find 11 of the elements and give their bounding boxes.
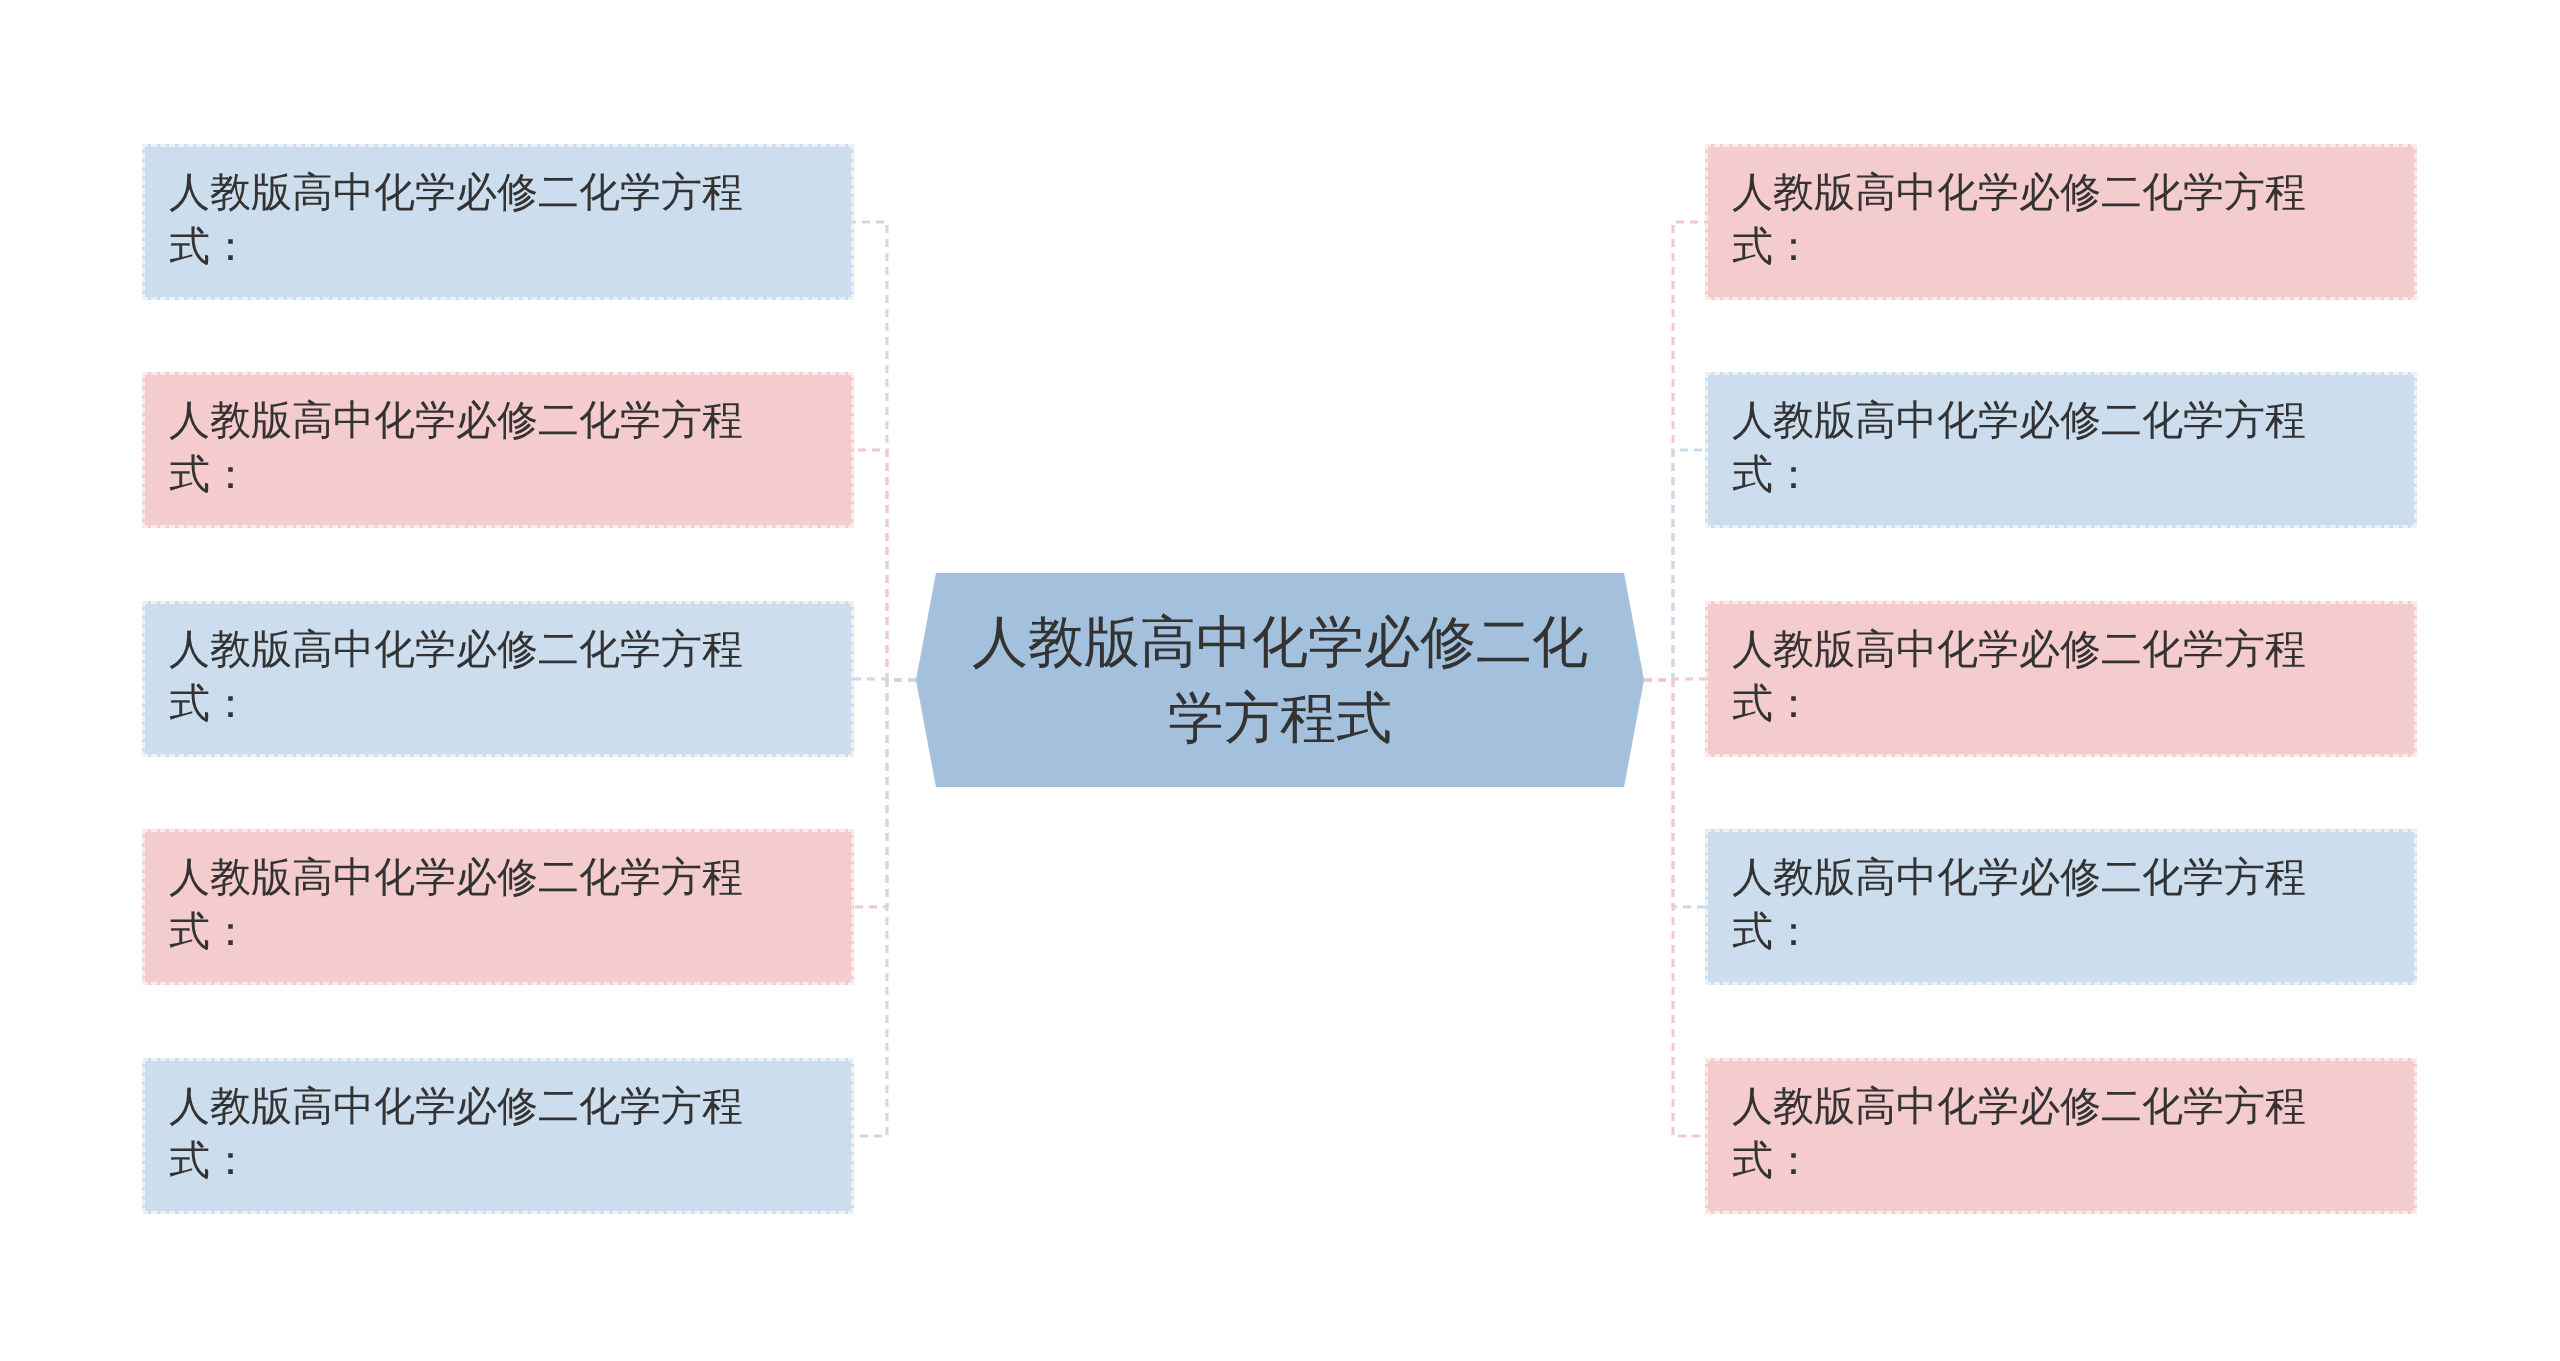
topic-box: 人教版高中化学必修二化学方程式：	[1705, 829, 2417, 985]
topic-box: 人教版高中化学必修二化学方程式：	[1705, 144, 2417, 300]
topic-box: 人教版高中化学必修二化学方程式：	[142, 372, 854, 528]
topic-box: 人教版高中化学必修二化学方程式：	[1705, 1058, 2417, 1214]
topic-box: 人教版高中化学必修二化学方程式：	[1705, 601, 2417, 757]
topic-box: 人教版高中化学必修二化学方程式：	[1705, 372, 2417, 528]
topic-box: 人教版高中化学必修二化学方程式：	[142, 829, 854, 985]
topic-box: 人教版高中化学必修二化学方程式：	[142, 601, 854, 757]
topic-text: 人教版高中化学必修二化学方程式	[971, 608, 1589, 752]
topic-box: 人教版高中化学必修二化学方程式：	[142, 144, 854, 300]
topic-box: 人教版高中化学必修二化学方程式：	[142, 1058, 854, 1214]
